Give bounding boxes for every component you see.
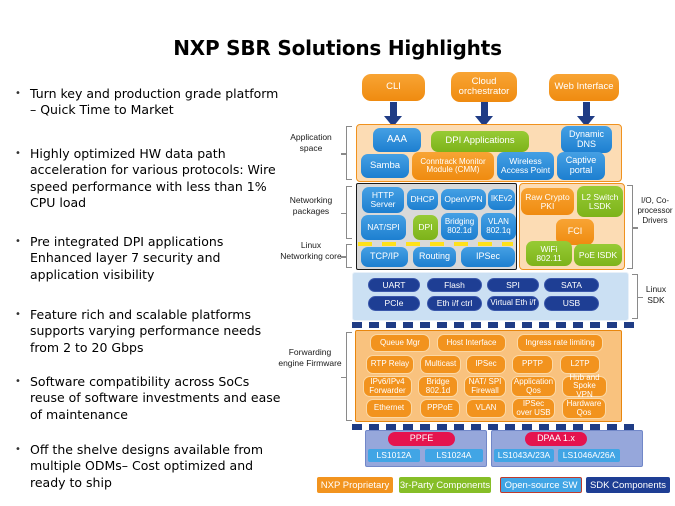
label-linux-networking-core: Linux Networking core [280, 240, 342, 261]
box-virtual-eth-if: Virtual Eth i/f [487, 296, 539, 311]
box-nat-spi-firewall: NAT/ SPI Firewall [464, 376, 506, 397]
box-ipsec-over-usb: IPSec over USB [512, 398, 555, 419]
box-fci: FCI [556, 219, 594, 245]
box-http-server: HTTP Server [362, 187, 404, 213]
bracket-icon [341, 244, 352, 268]
down-arrow-icon [384, 116, 402, 127]
bracket-icon [341, 126, 352, 180]
label-networking-packages: Networking packages [289, 195, 333, 216]
box-pcie: PCIe [368, 296, 420, 311]
box-aaa: AAA [373, 128, 421, 152]
box-uart: UART [368, 278, 420, 292]
box-vlan-802-1q: VLAN 802.1q [481, 213, 516, 240]
box-multicast: Multicast [420, 355, 461, 374]
bracket-icon [341, 332, 352, 421]
legend-open-source: Open-source SW [500, 477, 582, 493]
box-sata: SATA [544, 278, 599, 292]
legend-third-party: 3r-Party Components [399, 477, 491, 493]
label-application-space: Application space [290, 132, 332, 153]
label-linux-sdk: Linux SDK [645, 284, 667, 305]
box-captive-portal: Captive portal [557, 152, 605, 180]
box-dpi-applications: DPI Applications [431, 131, 529, 152]
box-ingress-rate-limiting: Ingress rate limiting [517, 334, 603, 352]
bullet-dpi: Pre integrated DPI applications Enhanced… [12, 234, 360, 283]
bullet-sw-compat: Software compatibility across SoCs reuse… [12, 374, 360, 423]
box-hub-spoke-vpn: Hub and Spoke VPN [562, 373, 607, 398]
bracket-icon [341, 186, 352, 239]
box-dpaa-1x: DPAA 1.x [525, 432, 587, 446]
box-dynamic-dns: Dynamic DNS [561, 126, 612, 153]
bracket-icon [627, 185, 638, 269]
box-l2-switch-lsdk: L2 Switch LSDK [577, 186, 623, 217]
box-flash: Flash [427, 278, 482, 292]
bullet-turnkey: Turn key and production grade platform –… [12, 86, 360, 119]
box-spi: SPI [487, 278, 539, 292]
bullet-odm: Off the shelve designs available from mu… [12, 442, 360, 491]
label-forwarding-firmware: Forwarding engine Firmware [278, 347, 342, 368]
box-poe-isdk: PoE ISDK [574, 244, 622, 266]
box-pptp: PPTP [512, 355, 553, 374]
box-ls1043a-23a: LS1043A/23A [494, 449, 554, 462]
box-ethernet: Ethernet [366, 399, 412, 418]
linux-core-divider [358, 242, 513, 246]
box-bridge-802-1d: Bridge 802.1d [418, 376, 458, 397]
box-web-interface: Web Interface [549, 74, 619, 101]
down-arrow-icon [475, 116, 493, 127]
down-arrow-icon [583, 102, 590, 117]
down-arrow-icon [481, 102, 488, 117]
firmware-hardware-divider [352, 424, 640, 430]
box-ipv6-ipv4-forwarder: IPv6/IPv4 Forwarder [363, 376, 412, 397]
down-arrow-icon [390, 102, 397, 117]
down-arrow-icon [577, 116, 595, 127]
box-samba: Samba [361, 154, 409, 178]
label-io-drivers: I/O, Co-processor Drivers [637, 196, 673, 225]
box-openvpn: OpenVPN [441, 189, 486, 210]
box-conntrack-cmm: Conntrack Monitor Module (CMM) [412, 152, 494, 180]
box-cloud-orchestrator: Cloud orchestrator [451, 72, 517, 102]
bullet-scalable: Feature rich and scalable platforms supp… [12, 307, 360, 356]
box-dpi: DPI [413, 215, 438, 240]
box-ls1024a: LS1024A [425, 449, 483, 462]
legend-nxp-proprietary: NXP Proprietary [317, 477, 393, 493]
page-title: NXP SBR Solutions Highlights [173, 36, 502, 60]
box-application-qos: Application Qos [511, 376, 556, 397]
box-ipsec-core: IPSec [461, 247, 515, 267]
box-ikev2: IKEv2 [488, 189, 515, 210]
box-bridging-802-1d: Bridging 802.1d [441, 213, 478, 240]
box-rtp-relay: RTP Relay [366, 355, 414, 374]
box-ls1012a: LS1012A [368, 449, 420, 462]
box-raw-crypto-pki: Raw Crypto PKI [521, 188, 574, 215]
box-queue-mgr: Queue Mgr [370, 334, 430, 352]
box-usb: USB [544, 296, 599, 311]
box-dhcp: DHCP [407, 189, 438, 210]
legend-sdk-components: SDK Components [586, 477, 670, 493]
box-pppoe: PPPoE [420, 399, 460, 418]
bullet-hw-accel: Highly optimized HW data path accelerati… [12, 146, 360, 211]
box-ppfe: PPFE [388, 432, 455, 446]
box-tcp-ip: TCP/IP [361, 247, 408, 267]
box-nat-spi: NAT/SPI [361, 215, 406, 240]
box-ls1046a-26a: LS1046A/26A [558, 449, 620, 462]
box-ipsec-fwd: IPSec [466, 355, 506, 374]
box-eth-if-ctrl: Eth i/f ctrl [427, 296, 482, 311]
box-cli: CLI [362, 74, 425, 101]
box-wireless-ap: Wireless Access Point [497, 152, 554, 180]
box-routing: Routing [413, 247, 456, 267]
box-host-interface: Host Interface [437, 334, 506, 352]
bracket-icon [632, 274, 643, 319]
box-hardware-qos: Hardware Qos [562, 398, 606, 419]
sdk-firmware-divider [352, 322, 640, 328]
box-l2tp: L2TP [560, 355, 600, 374]
box-vlan-fwd: VLAN [466, 399, 506, 418]
box-wifi-802-11: WiFi 802.11 [526, 241, 572, 266]
